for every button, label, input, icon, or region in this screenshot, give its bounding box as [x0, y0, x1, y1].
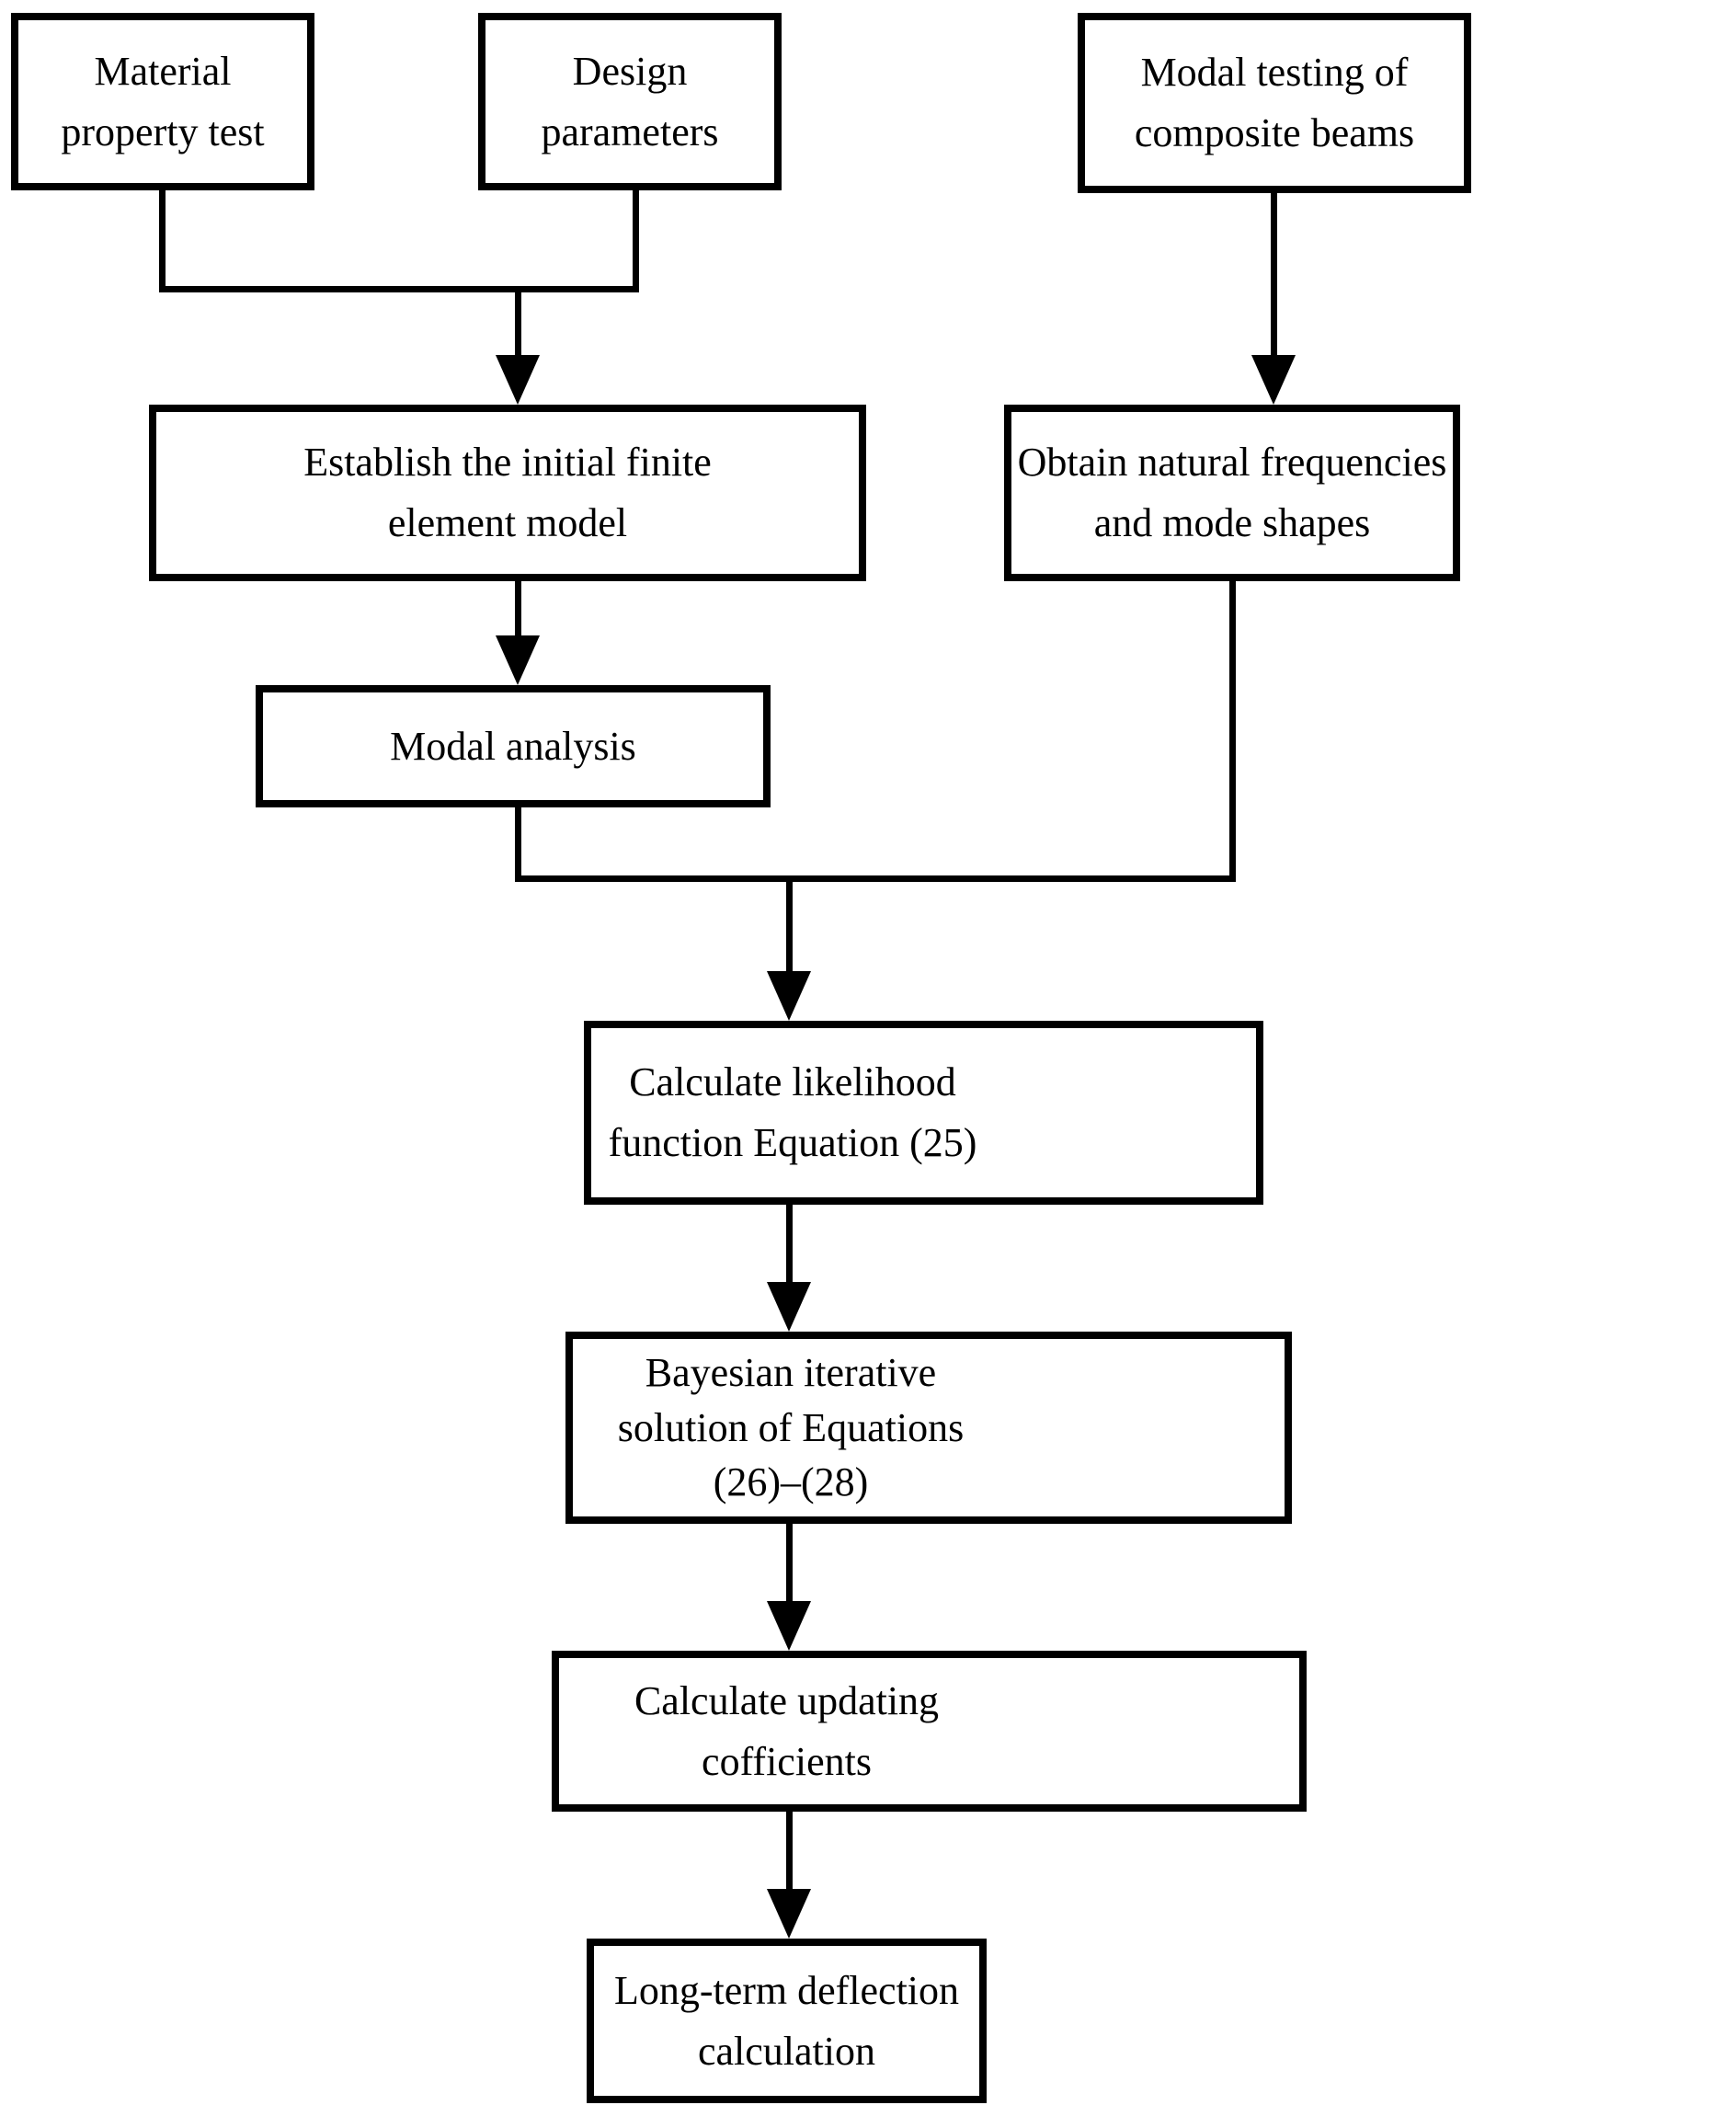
edge-design-down-line	[633, 190, 639, 292]
node-bayesian-iteration: Bayesian iterative solution of Equations…	[565, 1332, 1292, 1524]
edge-into-frequencies-arrowhead	[1251, 355, 1296, 405]
node-modal-testing: Modal testing of composite beams	[1078, 13, 1471, 193]
edge-modal-analysis-down-line	[515, 807, 521, 882]
node-updating-coefficients: Calculate updating cofficients	[552, 1651, 1307, 1812]
edge-merge1-drop-line	[515, 286, 521, 364]
edge-merge2-drop-line	[786, 875, 793, 980]
node-likelihood-function: Calculate likelihood function Equation (…	[584, 1021, 1263, 1205]
node-design-parameters: Design parameters	[478, 13, 782, 190]
edge-into-bayesian-arrowhead	[767, 1282, 811, 1332]
edge-bayesian-down-line	[786, 1524, 793, 1610]
edge-into-likelihood-arrowhead	[767, 971, 811, 1021]
edge-likelihood-down-line	[786, 1205, 793, 1291]
edge-material-down-line	[159, 190, 166, 292]
edge-updating-down-line	[786, 1812, 793, 1898]
edge-modal-testing-down-line	[1271, 193, 1277, 364]
node-long-term-deflection: Long-term deflection calculation	[587, 1939, 987, 2103]
node-initial-fe-model: Establish the initial finite element mod…	[149, 405, 866, 581]
node-natural-frequencies: Obtain natural frequencies and mode shap…	[1004, 405, 1460, 581]
edge-into-deflection-arrowhead	[767, 1889, 811, 1939]
edge-frequencies-down-line	[1229, 581, 1236, 882]
edge-merge2-horizontal-line	[515, 875, 1236, 882]
edge-into-updating-arrowhead	[767, 1601, 811, 1651]
edge-fe-model-down-line	[515, 581, 521, 645]
edge-merge1-horizontal-line	[159, 286, 639, 292]
edge-into-fe-model-arrowhead	[496, 355, 540, 405]
edge-into-modal-analysis-arrowhead	[496, 635, 540, 685]
node-modal-analysis: Modal analysis	[256, 685, 771, 807]
node-material-property-test: Material property test	[11, 13, 314, 190]
